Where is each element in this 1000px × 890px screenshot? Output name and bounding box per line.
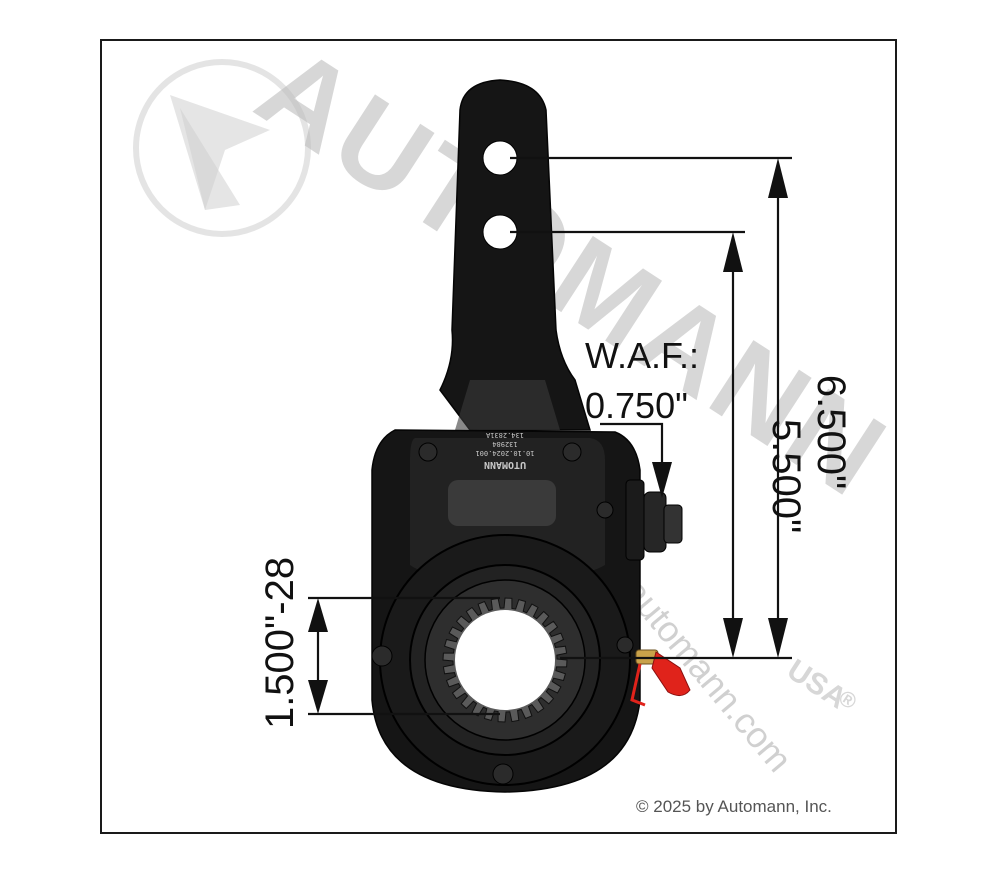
copyright-notice: © 2025 by Automann, Inc. xyxy=(636,797,832,816)
marking-line3: 134.2831A xyxy=(485,431,524,439)
bolt-icon xyxy=(418,442,438,462)
dimension-top-hole: 6.500" xyxy=(510,156,853,660)
arrow-down-icon xyxy=(652,462,672,498)
waf-value: 0.750" xyxy=(585,385,688,426)
marking-line1: 10.10.2024.001 xyxy=(475,449,534,457)
waf-label: W.A.F.: xyxy=(585,335,699,376)
part-markings: UTOMANN 10.10.2024.001 132984 134.2831A xyxy=(475,431,534,470)
arrow-up-icon xyxy=(723,232,743,272)
arrow-up-icon xyxy=(768,158,788,198)
dimension-second-hole: 5.500" xyxy=(510,230,808,658)
spline-bore-opening xyxy=(455,610,555,710)
waf-callout: W.A.F.: 0.750" xyxy=(585,335,699,498)
adjuster-boss xyxy=(448,480,556,526)
dimension-second-hole-label: 5.500" xyxy=(764,419,808,533)
marking-line2: 132984 xyxy=(492,440,517,448)
bolt-icon xyxy=(371,645,393,667)
watermark-logo xyxy=(133,59,311,237)
adjusting-hex-nut xyxy=(625,479,683,561)
bolt-icon xyxy=(596,501,614,519)
arrow-up-icon xyxy=(308,598,328,632)
grease-fitting xyxy=(630,649,691,707)
arrow-down-icon xyxy=(768,618,788,658)
bolt-icon xyxy=(492,763,514,785)
splined-bore xyxy=(442,597,568,723)
arrow-down-icon xyxy=(308,680,328,714)
arrow-down-icon xyxy=(723,618,743,658)
dimension-top-hole-label: 6.500" xyxy=(809,375,853,489)
dimension-spline: 1.500"-28 xyxy=(258,557,500,729)
bolt-icon xyxy=(562,442,582,462)
bolt-icon xyxy=(616,636,634,654)
marking-brand: UTOMANN xyxy=(484,459,526,470)
dimension-spline-label: 1.500"-28 xyxy=(258,557,302,729)
adjuster-arm xyxy=(439,79,592,431)
